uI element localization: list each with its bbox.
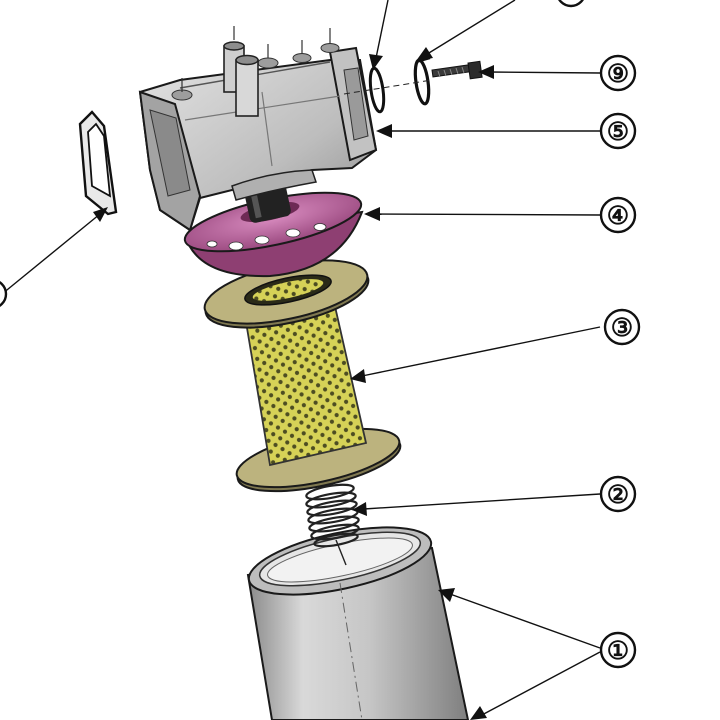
retaining-ring xyxy=(413,56,431,106)
callout-2: ② xyxy=(599,475,637,513)
callout-9: ⑨ xyxy=(599,54,637,92)
filter-head-casting xyxy=(138,26,378,232)
o-ring xyxy=(368,66,386,114)
assembly-axis xyxy=(343,79,433,95)
callout-2-number: ② xyxy=(607,481,629,509)
callout-4-number: ④ xyxy=(607,202,629,230)
callout-5-number: ⑤ xyxy=(607,118,629,146)
callout-partial-left xyxy=(0,281,8,307)
screw xyxy=(431,60,483,80)
leader-lines xyxy=(1,0,601,720)
callout-1-number: ① xyxy=(607,637,629,665)
callout-4: ④ xyxy=(599,196,637,234)
metal-canister xyxy=(246,526,470,720)
callout-9-number: ⑨ xyxy=(607,60,629,88)
callout-5: ⑤ xyxy=(599,112,637,150)
callout-1: ① xyxy=(599,631,637,669)
callout-3: ③ xyxy=(603,308,641,346)
callout-partial-top xyxy=(558,0,584,8)
callouts: ⑨ ⑤ ④ ③ ② ① xyxy=(0,0,641,669)
flat-gasket xyxy=(78,110,118,216)
perforated-filter-element xyxy=(203,259,402,493)
callout-3-number: ③ xyxy=(611,314,633,342)
